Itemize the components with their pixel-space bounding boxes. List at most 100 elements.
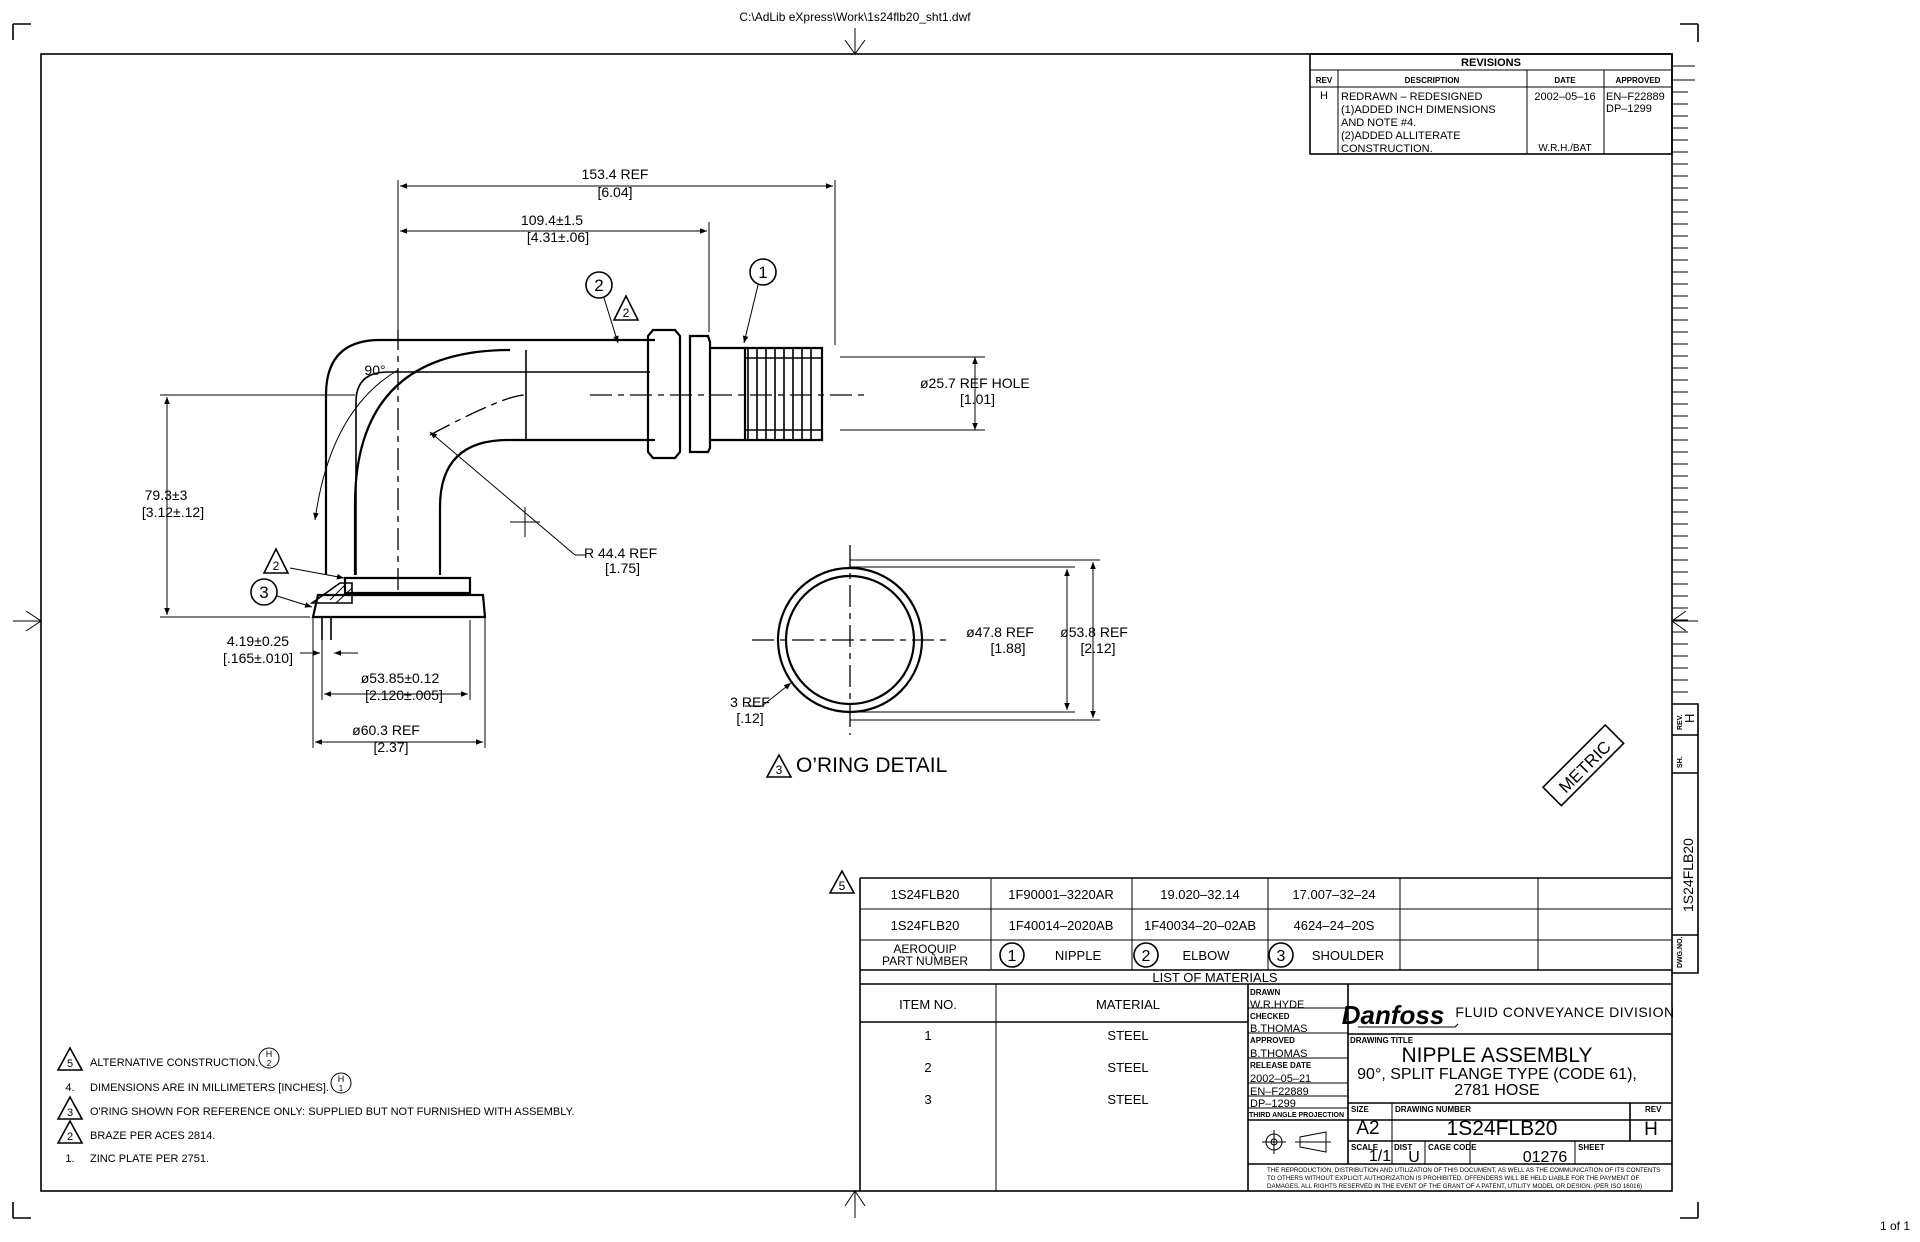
parts-cell: 4624–24–20S [1294, 918, 1375, 933]
list-of-materials: LIST OF MATERIALS ITEM NO. MATERIAL 1 ST… [859, 970, 1672, 1191]
oring-detail-view: ø47.8 REF [1.88] ø53.8 REF [2.12] 3 REF … [730, 545, 1128, 778]
flag-oring-reference: 3 [776, 763, 783, 777]
title-rev: H [1644, 1119, 1658, 1140]
note-rev-tag-letter: H [338, 1074, 345, 1084]
oring-section-dim-inch: [.12] [736, 710, 763, 726]
material-item-no: 1 [924, 1028, 931, 1043]
checked-label: CHECKED [1250, 1012, 1290, 1021]
date-col-header: DATE [1554, 76, 1576, 85]
side-rev: H [1682, 714, 1697, 723]
side-dwg-label: DWG.NO. [1677, 936, 1684, 968]
materials-title: LIST OF MATERIALS [1152, 970, 1278, 985]
note-flag-number: 2 [67, 1131, 73, 1143]
general-notes: 5 ALTERNATIVE CONSTRUCTION. H 2 4. DIMEN… [56, 1046, 575, 1165]
company-logo: Danfoss [1342, 1000, 1445, 1030]
aeroquip-header-line: PART NUMBER [882, 954, 968, 968]
material-value: STEEL [1107, 1060, 1148, 1075]
drawn-by: W.R.HYDE [1250, 999, 1304, 1011]
title-rev-label: REV [1645, 1105, 1662, 1114]
cage-code: 01276 [1523, 1149, 1568, 1166]
aeroquip-parts-table: 5 1S24FLB20 1F90001–3220AR 19.020–32.14 … [828, 869, 1672, 971]
note-text: O'RING SHOWN FOR REFERENCE ONLY: SUPPLIE… [90, 1106, 575, 1118]
release-date: 2002–05–21 [1250, 1073, 1311, 1085]
drawing-title-line2: 90°, SPLIT FLANGE TYPE (CODE 61), [1357, 1066, 1637, 1083]
length-dim: 109.4±1.5 [521, 212, 583, 228]
col-header-nipple: NIPPLE [1055, 948, 1102, 963]
col-balloon-shoulder: 3 [1277, 948, 1286, 965]
note-rev-tag-number: 1 [339, 1084, 344, 1093]
height-dim: 79.3±3 [145, 487, 188, 503]
groove-width-dim-inch: [.165±.010] [223, 650, 293, 666]
col-balloon-elbow: 2 [1142, 948, 1151, 965]
radius-dim-inch: [1.75] [605, 560, 640, 576]
parts-cell: 1F40014–2020AB [1009, 918, 1114, 933]
note-rev-tag-letter: H [266, 1049, 273, 1059]
scale-label: SCALE [1351, 1143, 1379, 1152]
note-text: ALTERNATIVE CONSTRUCTION. [90, 1057, 258, 1069]
drawn-label: DRAWN [1250, 988, 1280, 997]
balloon-elbow: 2 [594, 276, 603, 295]
side-sheet-label: SH. [1677, 756, 1684, 768]
flange-dia-dim-inch: [2.37] [373, 739, 408, 755]
third-angle-projection-icon [1262, 1130, 1331, 1154]
oring-od-dim: ø53.8 REF [1060, 624, 1128, 640]
flag-braze-shoulder: 2 [273, 559, 280, 573]
note-flag-number: 3 [67, 1107, 73, 1119]
length-dim-inch: [4.31±.06] [527, 229, 589, 245]
revisions-block: REVISIONS REV DESCRIPTION DATE APPROVED … [1309, 53, 1673, 155]
drawing-title-line3: 2781 HOSE [1454, 1082, 1539, 1099]
drawing-number: 1S24FLB20 [1447, 1117, 1558, 1140]
disclaimer-line: THE REPRODUCTION, DISTRIBUTION AND UTILI… [1267, 1167, 1660, 1174]
sheet-label: SHEET [1578, 1143, 1605, 1152]
oring-detail-label: O’RING DETAIL [796, 754, 947, 777]
hole-dim: ø25.7 REF HOLE [920, 375, 1030, 391]
projection-label: THIRD ANGLE PROJECTION [1249, 1112, 1344, 1119]
parts-cell: 19.020–32.14 [1160, 887, 1240, 902]
parts-cell: 17.007–32–24 [1292, 887, 1375, 902]
sheet-size: A2 [1356, 1118, 1379, 1139]
flag-braze-elbow: 2 [623, 306, 630, 320]
col-header-shoulder: SHOULDER [1312, 948, 1384, 963]
material-item-no: 2 [924, 1060, 931, 1075]
file-path-header: C:\AdLib eXpress\Work\1s24flb20_sht1.dwf [739, 10, 971, 24]
revision-date: 2002–05–16 [1534, 91, 1595, 103]
material-value: STEEL [1107, 1028, 1148, 1043]
dp-number: DP–1299 [1250, 1098, 1296, 1110]
angle-dim: 90° [364, 362, 385, 378]
parts-cell: 1S24FLB20 [891, 887, 960, 902]
checked-by: B.THOMAS [1250, 1023, 1307, 1035]
parts-cell: 1F90001–3220AR [1008, 887, 1114, 902]
metric-stamp: METRIC [1541, 723, 1625, 807]
balloon-nipple: 1 [758, 263, 767, 282]
col-balloon-nipple: 1 [1008, 948, 1017, 965]
overall-length-dim: 153.4 REF [582, 166, 649, 182]
note-text: BRAZE PER ACES 2814. [90, 1130, 215, 1142]
disclaimer-line: DAMAGES. ALL RIGHTS RESERVED IN THE EVEN… [1267, 1183, 1642, 1190]
release-date-label: RELEASE DATE [1250, 1061, 1312, 1070]
side-drawing-block: REV. H SH. 1S24FLB20 DWG.NO. [1672, 703, 1699, 974]
col-header-elbow: ELBOW [1183, 948, 1231, 963]
revision-approved-line: EN–F22889 [1606, 91, 1665, 103]
revision-approved-line: DP–1299 [1606, 103, 1652, 115]
approved-label: APPROVED [1250, 1036, 1295, 1045]
rev-col-header: REV [1316, 76, 1333, 85]
title-block: DRAWN W.R.HYDE CHECKED B.THOMAS APPROVED… [1248, 984, 1674, 1190]
size-label: SIZE [1351, 1105, 1369, 1114]
page-indicator: 1 of 1 [1880, 1219, 1910, 1233]
description-col-header: DESCRIPTION [1405, 76, 1460, 85]
height-dim-inch: [3.12±.12] [142, 504, 204, 520]
oring-od-dim-inch: [2.12] [1080, 640, 1115, 656]
side-drawing-number: 1S24FLB20 [1680, 838, 1696, 912]
drawing-number-label: DRAWING NUMBER [1395, 1105, 1471, 1114]
revision-desc-line: (2)ADDED ALLITERATE [1341, 130, 1461, 142]
approved-by: B.THOMAS [1250, 1048, 1307, 1060]
sheet-border [12, 23, 1699, 1219]
assembly-callouts: 1 2 2 2 3 [250, 258, 777, 608]
flange-dia-dim: ø60.3 REF [352, 722, 420, 738]
oring-id-dim: ø47.8 REF [966, 624, 1034, 640]
revision-desc-line: REDRAWN – REDESIGNED [1341, 91, 1482, 103]
aeroquip-header-line: AEROQUIP [893, 942, 956, 956]
division-name: FLUID CONVEYANCE DIVISION [1455, 1004, 1674, 1020]
material-value: STEEL [1107, 1092, 1148, 1107]
